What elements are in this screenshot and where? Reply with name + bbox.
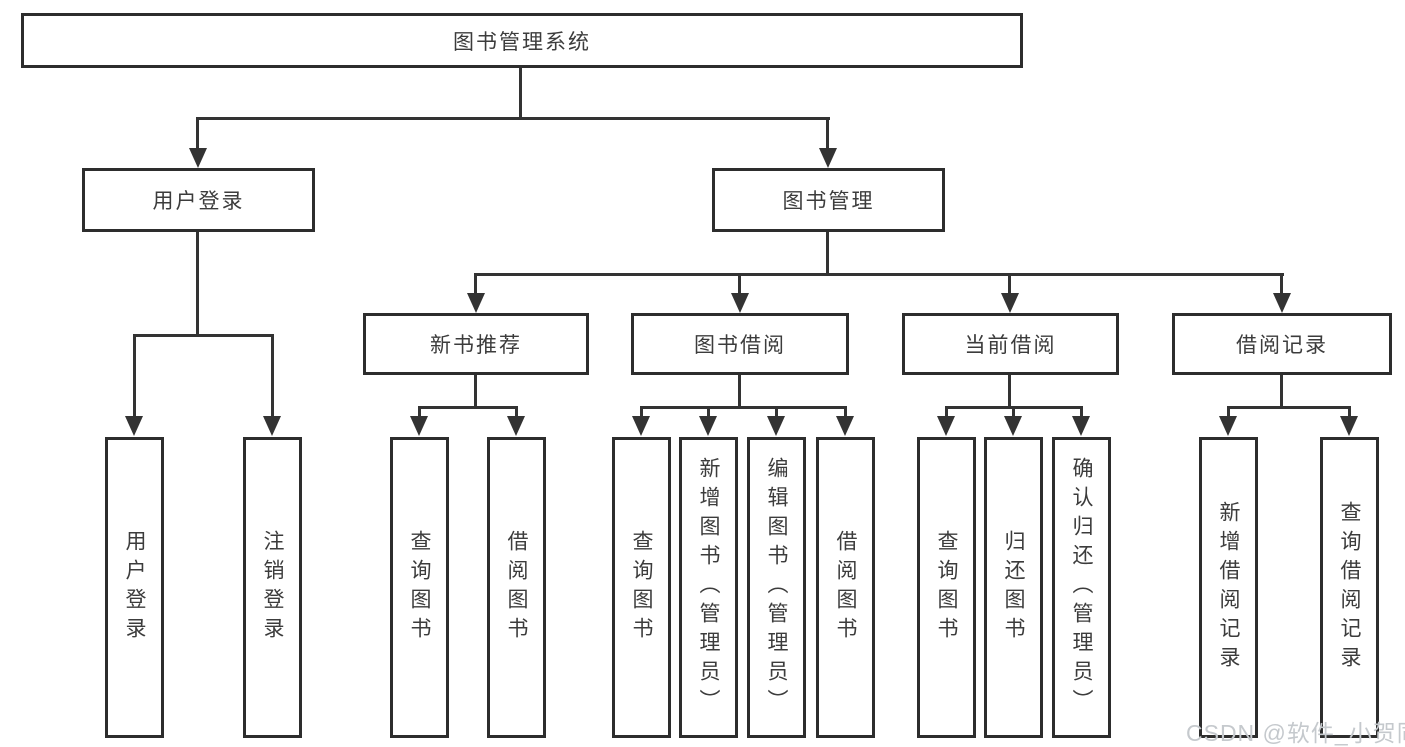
leaf-logout: 注销登录 [243,437,302,738]
node-book-management: 图书管理 [712,168,945,232]
connector-arrow [467,293,485,313]
connector-arrow [632,416,650,436]
leaf-user-login: 用户登录 [105,437,164,738]
node-current-borrowing: 当前借阅 [902,313,1119,375]
connector-arrow [767,416,785,436]
connector-arrow [1001,293,1019,313]
connector-stem [826,117,829,152]
connector-user-login-rail [133,334,274,337]
leaf-return-book: 归还图书 [984,437,1043,738]
connector-arrow [1072,416,1090,436]
node-user-login: 用户登录 [82,168,315,232]
leaf-confirm-return-admin: 确认归还（管理员） [1052,437,1111,738]
connector-stem [738,375,741,408]
node-new-book-recommendation: 新书推荐 [363,313,589,375]
connector-arrow [937,416,955,436]
connector-stem [196,117,199,152]
connector-arrow [731,293,749,313]
connector-stem [474,375,477,408]
connector-stem [133,334,136,418]
leaf-query-books-current: 查询图书 [917,437,976,738]
leaf-query-books-borrowing: 查询图书 [612,437,671,738]
leaf-query-books-recommend: 查询图书 [390,437,449,738]
connector-user-login-stem [196,232,199,337]
connector-borrowing-rail [640,406,847,409]
leaf-borrow-books-borrowing: 借阅图书 [816,437,875,738]
connector-arrow [1004,416,1022,436]
connector-book-management-stem [826,232,829,276]
connector-arrow [819,148,837,168]
connector-stem [1012,406,1015,418]
connector-arrow [263,416,281,436]
connector-stem [1008,273,1011,295]
connector-stem [418,406,421,418]
connector-recommend-rail [418,406,518,409]
connector-stem [738,273,741,295]
connector-stem [775,406,778,418]
connector-stem [1227,406,1230,418]
connector-arrow [699,416,717,436]
connector-stem [271,334,274,418]
leaf-add-borrow-record: 新增借阅记录 [1199,437,1258,738]
leaf-query-borrow-record: 查询借阅记录 [1320,437,1379,738]
connector-arrow [1219,416,1237,436]
node-library-management-system: 图书管理系统 [21,13,1023,68]
connector-stem [640,406,643,418]
connector-stem [1080,406,1083,418]
connector-records-rail [1227,406,1351,409]
connector-level3-rail [474,273,1284,276]
leaf-add-book-admin: 新增图书（管理员） [679,437,738,738]
connector-stem [1008,375,1011,408]
connector-arrow [836,416,854,436]
connector-arrow [189,148,207,168]
connector-stem [1280,273,1283,295]
connector-stem [1280,375,1283,408]
connector-stem [474,273,477,295]
connector-arrow [410,416,428,436]
connector-stem [1348,406,1351,418]
connector-level2-rail [196,117,830,120]
connector-arrow [507,416,525,436]
connector-stem [945,406,948,418]
connector-arrow [1273,293,1291,313]
connector-stem [515,406,518,418]
node-book-borrowing: 图书借阅 [631,313,849,375]
connector-stem [707,406,710,418]
leaf-edit-book-admin: 编辑图书（管理员） [747,437,806,738]
leaf-borrow-books-recommend: 借阅图书 [487,437,546,738]
connector-stem [844,406,847,418]
connector-arrow [125,416,143,436]
connector-arrow [1340,416,1358,436]
connector-root-stem [519,68,522,120]
node-borrowing-records: 借阅记录 [1172,313,1392,375]
